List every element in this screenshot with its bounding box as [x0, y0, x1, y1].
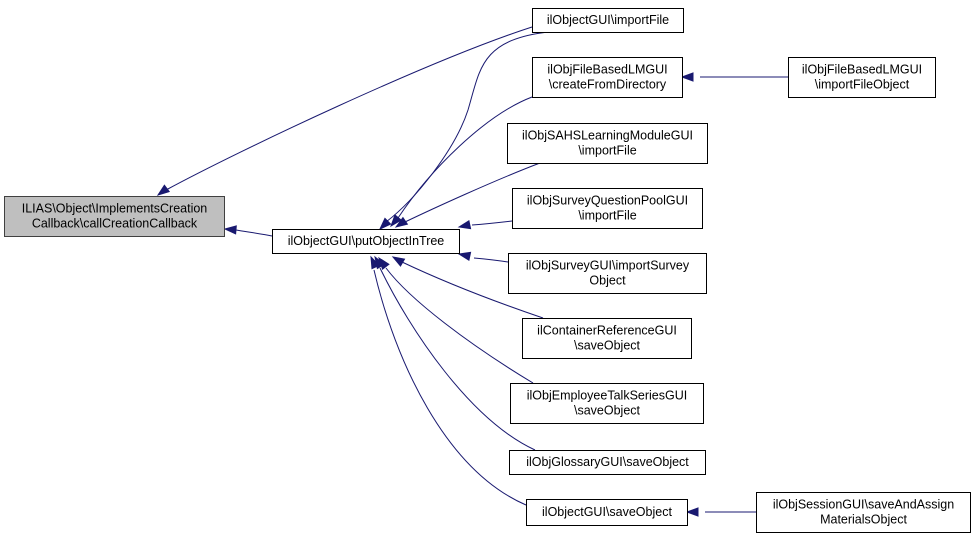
edge-line — [404, 162, 541, 223]
node-label: ilObjectGUI\saveObject — [542, 505, 672, 519]
node-box[interactable] — [756, 492, 971, 533]
node-label: \importFile — [578, 209, 636, 223]
edge-line — [235, 229, 273, 237]
node-box[interactable] — [532, 8, 684, 33]
arrowhead-icon — [370, 255, 381, 270]
node-box[interactable] — [510, 383, 704, 424]
edge-importFile-to-root — [156, 26, 533, 196]
node-importFileObject[interactable]: ilObjFileBasedLMGUI\importFileObject — [788, 57, 936, 98]
edge-line — [385, 267, 534, 384]
node-box[interactable] — [512, 188, 703, 229]
node-box[interactable] — [788, 57, 936, 98]
edge-line — [165, 26, 533, 191]
node-employee[interactable]: ilObjEmployeeTalkSeriesGUI\saveObject — [510, 383, 704, 424]
arrowhead-icon — [156, 184, 171, 196]
node-sahs[interactable]: ilObjSAHSLearningModuleGUI\importFile — [507, 123, 708, 164]
edge-line — [471, 220, 513, 226]
node-box[interactable] — [272, 229, 460, 254]
edge-createFromDir-to-put — [390, 96, 533, 228]
node-box[interactable] — [532, 57, 683, 98]
node-label: ilObjFileBasedLMGUI — [802, 63, 922, 77]
node-label: MaterialsObject — [820, 513, 907, 527]
node-box[interactable] — [509, 450, 706, 475]
arrowhead-icon — [391, 256, 406, 267]
node-importFile[interactable]: ilObjectGUI\importFile — [532, 8, 684, 33]
node-label: \importFileObject — [815, 78, 910, 92]
node-put[interactable]: ilObjectGUI\putObjectInTree — [272, 229, 460, 254]
node-sqp[interactable]: ilObjSurveyQuestionPoolGUI\importFile — [512, 188, 703, 229]
node-box[interactable] — [507, 123, 708, 164]
node-box[interactable] — [4, 196, 225, 237]
node-label: Callback\callCreationCallback — [32, 217, 198, 231]
node-label: ilContainerReferenceGUI — [537, 324, 677, 338]
node-label: ilObjGlossaryGUI\saveObject — [526, 455, 689, 469]
node-label: \saveObject — [574, 404, 641, 418]
node-label: ilObjSurveyQuestionPoolGUI — [527, 194, 688, 208]
arrowhead-icon — [223, 225, 237, 235]
edge-line — [397, 96, 533, 219]
edge-put-to-root — [223, 225, 273, 237]
edge-line — [473, 257, 509, 263]
edges-layer — [156, 26, 788, 517]
node-label: ilObjectGUI\importFile — [547, 13, 669, 27]
node-label: ILIAS\Object\ImplementsCreation — [22, 202, 208, 216]
node-session[interactable]: ilObjSessionGUI\saveAndAssignMaterialsOb… — [756, 492, 971, 533]
node-label: ilObjFileBasedLMGUI — [547, 63, 667, 77]
node-createFromDir[interactable]: ilObjFileBasedLMGUI\createFromDirectory — [532, 57, 683, 98]
arrowhead-icon — [457, 251, 472, 262]
node-label: \importFile — [578, 144, 636, 158]
node-label: \saveObject — [574, 339, 641, 353]
arrowhead-icon — [685, 507, 699, 517]
node-glossary[interactable]: ilObjGlossaryGUI\saveObject — [509, 450, 706, 475]
node-label: ilObjectGUI\putObjectInTree — [288, 234, 445, 248]
node-box[interactable] — [526, 499, 688, 526]
edge-survey-to-put — [457, 251, 509, 263]
edge-container-to-put — [391, 256, 544, 319]
node-label: ilObjSurveyGUI\importSurvey — [526, 259, 690, 273]
arrowhead-icon — [390, 214, 402, 228]
edge-sqp-to-put — [457, 219, 513, 230]
node-root[interactable]: ILIAS\Object\ImplementsCreationCallback\… — [4, 196, 225, 237]
edge-importFileObject-to-createFromDir — [680, 72, 788, 82]
edge-line — [373, 269, 527, 506]
edge-saveObject-to-put — [370, 255, 527, 506]
arrowhead-icon — [378, 217, 392, 231]
nodes-layer: ILIAS\Object\ImplementsCreationCallback\… — [4, 8, 971, 533]
node-saveObject[interactable]: ilObjectGUI\saveObject — [526, 499, 688, 526]
node-box[interactable] — [522, 318, 692, 359]
node-label: ilObjSAHSLearningModuleGUI — [522, 129, 693, 143]
edge-session-to-saveObject — [685, 507, 756, 517]
edge-sahs-to-put — [394, 162, 541, 228]
node-label: Object — [589, 274, 626, 288]
node-label: ilObjEmployeeTalkSeriesGUI — [527, 389, 687, 403]
node-label: \createFromDirectory — [549, 78, 667, 92]
node-container[interactable]: ilContainerReferenceGUI\saveObject — [522, 318, 692, 359]
arrowhead-icon — [394, 216, 409, 228]
node-label: ilObjSessionGUI\saveAndAssign — [773, 498, 954, 512]
node-box[interactable] — [508, 253, 707, 294]
arrowhead-icon — [457, 219, 472, 230]
edge-line — [401, 261, 544, 319]
arrowhead-icon — [680, 72, 694, 82]
edge-line — [379, 267, 536, 451]
